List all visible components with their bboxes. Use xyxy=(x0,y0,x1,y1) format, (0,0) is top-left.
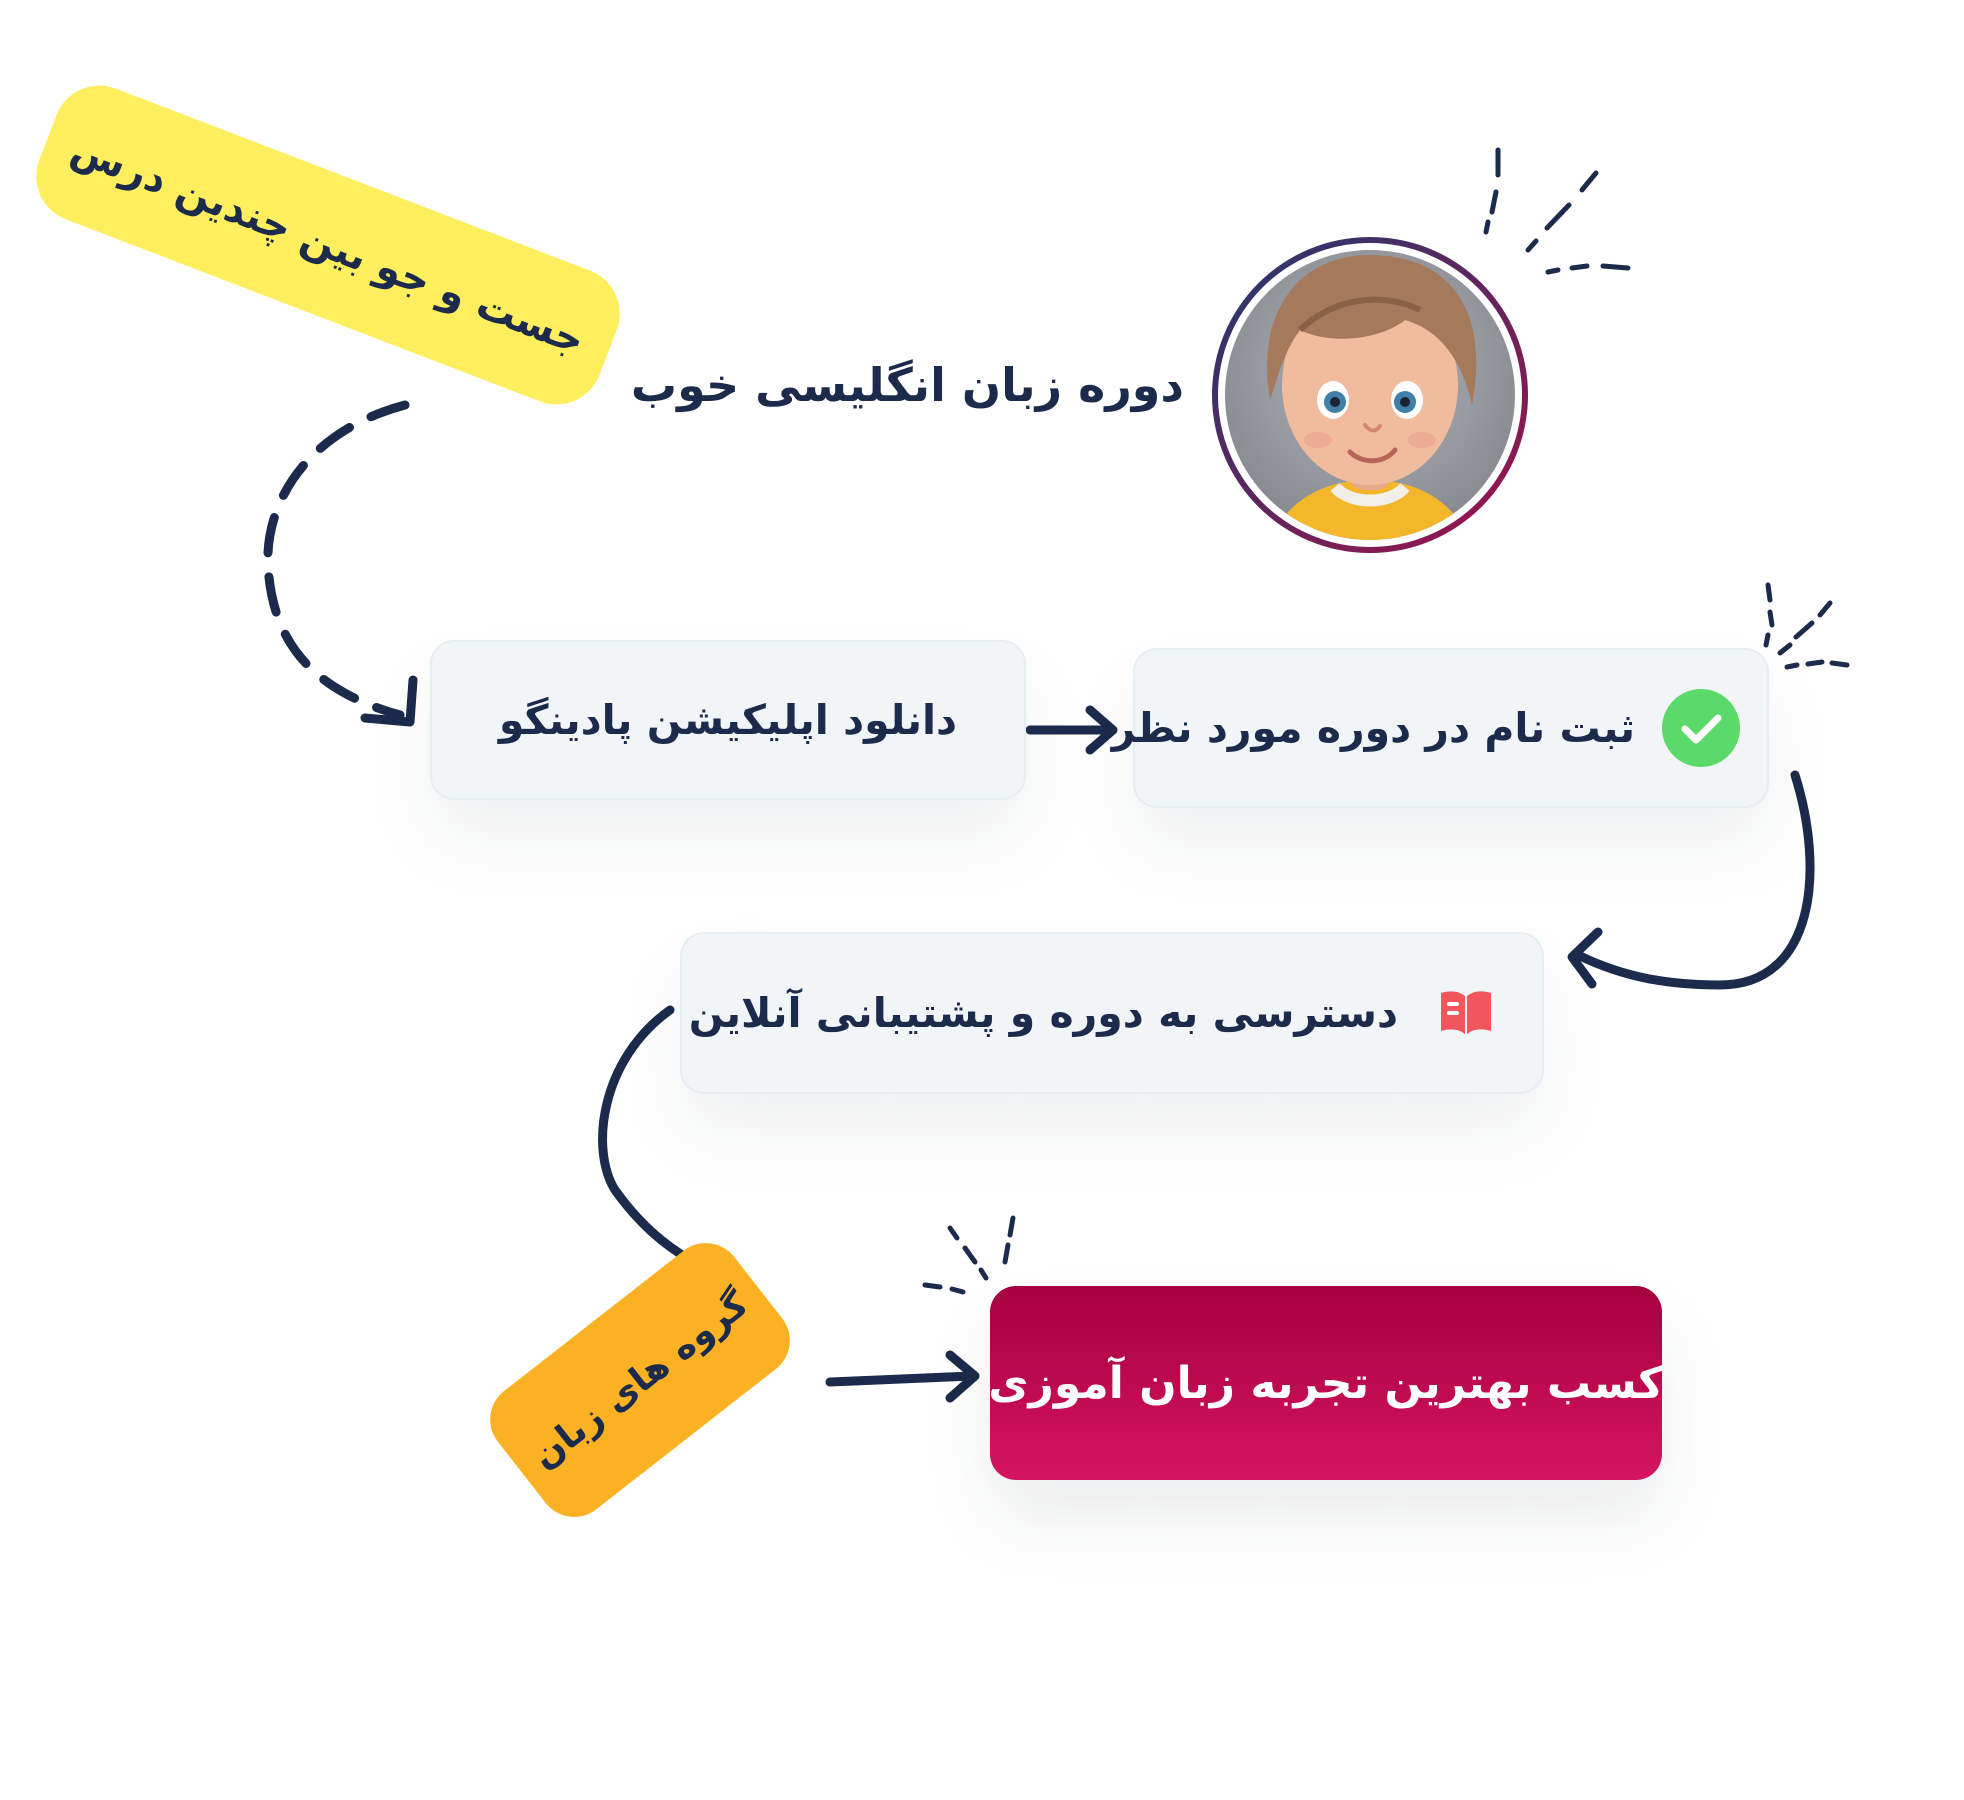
step-register-course: ثبت نام در دوره مورد نظر xyxy=(1112,648,1769,808)
arrow-register-to-access xyxy=(1573,770,1815,990)
arrow-groups-to-goal xyxy=(825,1371,977,1387)
sparkle-lines-goal xyxy=(922,1215,1016,1295)
sparkle-lines-avatar xyxy=(1483,147,1631,275)
step-register-course-label: ثبت نام در دوره مورد نظر xyxy=(1111,704,1635,752)
avatar xyxy=(1212,237,1528,553)
goal-best-experience-label: کسب بهترین تجربه زبان آموزی xyxy=(988,1357,1664,1409)
step-access-support: دسترسی به دوره و پشتیبانی آنلاین xyxy=(680,932,1544,1094)
step-download-app-label: دانلود اپلیکیشن پادینگو xyxy=(498,696,958,744)
book-icon xyxy=(1438,988,1494,1038)
sparkle-lines-register xyxy=(1763,582,1850,670)
connector-access-to-groups xyxy=(598,1005,695,1265)
step-download-app: دانلود اپلیکیشن پادینگو xyxy=(430,640,1026,800)
dashed-connector-arrow xyxy=(263,400,410,720)
course-title: دوره زبان انگلیسی خوب xyxy=(630,358,1184,412)
goal-best-experience: کسب بهترین تجربه زبان آموزی xyxy=(988,1286,1664,1480)
step-access-support-label: دسترسی به دوره و پشتیبانی آنلاین xyxy=(688,989,1398,1037)
check-circle-icon xyxy=(1661,688,1741,768)
dashed-connector-arrowhead xyxy=(360,675,418,727)
